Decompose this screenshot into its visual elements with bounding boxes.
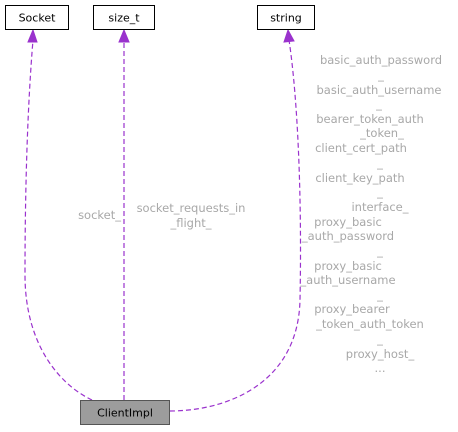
edge-label-string: proxy_basic <box>314 215 382 229</box>
edge-label-string: proxy_basic <box>314 259 382 273</box>
node-size-t[interactable]: size_t <box>93 5 155 30</box>
edge-size-t-arrowhead <box>118 28 130 43</box>
edge-label-string: _ <box>376 288 383 302</box>
edge-label-size-t: _flight_ <box>169 216 211 230</box>
edge-label-string: proxy_host_ <box>346 347 415 361</box>
edge-label-size-t: socket_requests_in <box>137 201 246 215</box>
edge-socket-arrowhead <box>27 28 38 43</box>
edge-string-arrowhead <box>283 28 295 43</box>
edge-label-string: _token_ <box>359 126 404 140</box>
node-client-impl-label: ClientImpl <box>97 407 153 420</box>
edge-label-string: basic_auth_username <box>317 83 442 97</box>
edge-label-string: _ <box>375 97 382 111</box>
node-socket-label: Socket <box>19 12 57 25</box>
node-string[interactable]: string <box>257 5 315 30</box>
node-client-impl[interactable]: ClientImpl <box>80 400 170 425</box>
node-socket[interactable]: Socket <box>5 5 69 30</box>
node-size-t-label: size_t <box>108 12 140 25</box>
edge-label-string: interface_ <box>351 200 408 214</box>
edge-label-string: proxy_bearer <box>314 302 390 316</box>
edge-label-string: _ <box>376 156 383 170</box>
edge-socket <box>24 39 93 401</box>
edge-string <box>169 39 302 412</box>
edge-label-string: _ <box>376 332 383 346</box>
edge-label-string: bearer_token_auth <box>316 112 424 126</box>
node-string-label: string <box>270 12 302 25</box>
edge-label-string: client_key_path <box>315 171 404 185</box>
edge-label-string: client_cert_path <box>315 141 407 155</box>
edge-label-string: ... <box>375 361 386 375</box>
edge-label-string: _ <box>376 244 383 258</box>
edge-label-string: _token_auth_token <box>315 317 424 331</box>
edge-label-string: _ <box>377 68 384 82</box>
edge-label-string: basic_auth_password <box>320 53 442 67</box>
edge-label-string: _auth_password <box>301 229 394 243</box>
edge-label-string: _auth_username <box>299 273 395 287</box>
edge-label-socket: socket_ <box>78 208 121 222</box>
edge-label-string: _ <box>376 185 383 199</box>
